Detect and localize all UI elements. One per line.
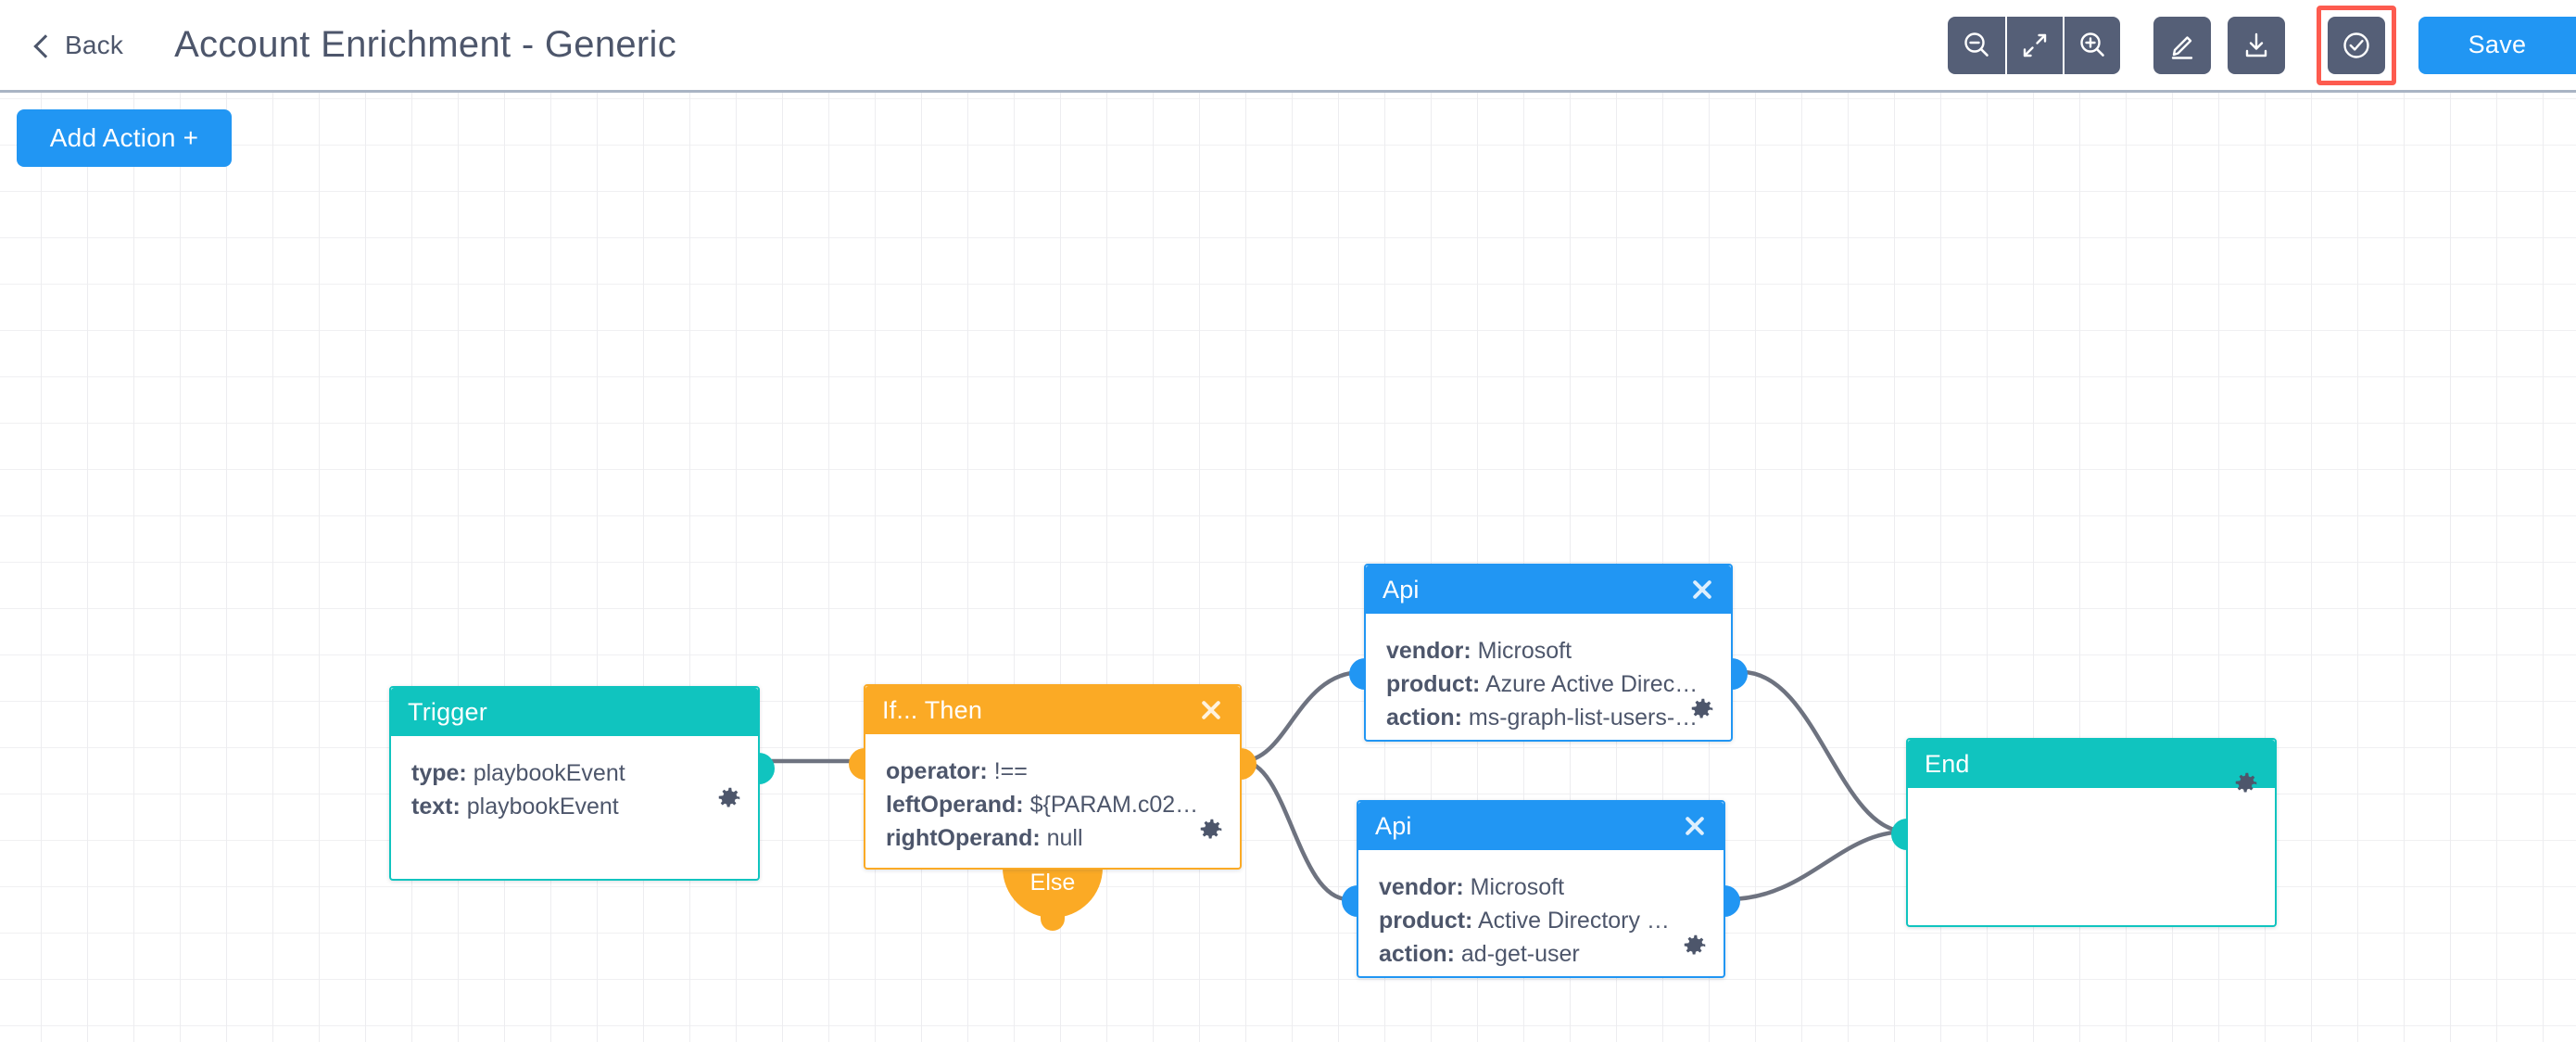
- row-value: ms-graph-list-users-…: [1468, 705, 1698, 731]
- node-if-then-title: If... Then: [882, 695, 983, 724]
- row-value: playbookEvent: [466, 794, 619, 820]
- else-branch-label: Else: [1029, 870, 1076, 896]
- node-api-ad-input-port[interactable]: [1342, 885, 1357, 917]
- close-icon[interactable]: [1683, 814, 1707, 838]
- zoom-out-icon: [1964, 32, 1989, 57]
- back-button[interactable]: Back: [32, 31, 123, 60]
- zoom-in-button[interactable]: [2063, 16, 2120, 74]
- zoom-in-icon: [2080, 32, 2104, 57]
- node-api-azure-body: vendor: Microsoft product: Azure Active …: [1366, 614, 1731, 734]
- edit-tool-group: [2153, 16, 2285, 74]
- fit-to-screen-button[interactable]: [2005, 16, 2063, 74]
- node-end[interactable]: End: [1891, 738, 2277, 927]
- node-trigger-body: type: playbookEvent text: playbookEvent: [391, 736, 758, 823]
- row-value: Microsoft: [1470, 874, 1565, 900]
- row-value: playbookEvent: [473, 760, 625, 786]
- back-button-label: Back: [65, 30, 124, 59]
- download-icon: [2245, 32, 2267, 57]
- add-action-button[interactable]: Add Action +: [17, 109, 232, 167]
- edge-api-ad-to-end: [1725, 829, 1909, 902]
- node-api-azure-title: Api: [1383, 575, 1420, 604]
- settings-gear-icon[interactable]: [1688, 695, 1716, 723]
- row-value: Azure Active Direc…: [1484, 671, 1698, 697]
- settings-gear-icon[interactable]: [1197, 816, 1225, 844]
- fit-to-screen-icon: [2023, 33, 2047, 57]
- row-key: rightOperand:: [886, 825, 1041, 851]
- node-api-ad-row: product: Active Directory …: [1379, 904, 1724, 937]
- node-if-then-row: operator: !==: [886, 755, 1240, 788]
- node-api-azure-output-port[interactable]: [1732, 658, 1748, 690]
- node-trigger[interactable]: Trigger type: playbookEvent text: playbo…: [389, 686, 775, 881]
- row-key: action:: [1379, 941, 1455, 967]
- playbook-canvas[interactable]: Add Action + Trigger type: playbookEvent…: [0, 93, 2576, 1042]
- row-value: !==: [993, 758, 1028, 784]
- node-if-then-body: operator: !== leftOperand: ${PARAM.c02… …: [865, 734, 1240, 855]
- node-api-azure-input-port[interactable]: [1349, 658, 1365, 690]
- node-end-body: [1908, 772, 2275, 808]
- header-toolbar: Save: [1948, 0, 2576, 90]
- row-value: null: [1046, 825, 1083, 851]
- row-key: vendor:: [1379, 874, 1464, 900]
- node-end-header: End: [1908, 740, 2275, 788]
- node-api-ad-output-port[interactable]: [1724, 885, 1740, 917]
- node-if-then-row: rightOperand: null: [886, 821, 1240, 855]
- row-key: vendor:: [1386, 638, 1471, 664]
- validate-button[interactable]: [2328, 16, 2385, 74]
- row-key: text:: [411, 794, 461, 820]
- download-button[interactable]: [2228, 16, 2285, 74]
- row-key: action:: [1386, 705, 1462, 731]
- row-key: product:: [1379, 908, 1473, 934]
- save-button[interactable]: Save: [2418, 16, 2576, 74]
- node-api-azure-row: vendor: Microsoft: [1386, 634, 1731, 667]
- node-if-then-input-port[interactable]: [849, 748, 865, 780]
- close-icon[interactable]: [1690, 578, 1714, 602]
- node-api-azure-row: action: ms-graph-list-users-…: [1386, 701, 1731, 734]
- node-api-ad-body: vendor: Microsoft product: Active Direct…: [1358, 850, 1724, 971]
- node-if-then[interactable]: If... Then operator: !== leftOperand: ${…: [849, 684, 1256, 870]
- validate-button-highlight: [2317, 5, 2396, 85]
- app-header: Back Account Enrichment - Generic: [0, 0, 2576, 93]
- node-end-title: End: [1925, 749, 1970, 778]
- edge-api-azure-to-end: [1739, 669, 1909, 834]
- chevron-left-icon: [32, 35, 52, 56]
- check-circle-icon: [2343, 32, 2369, 58]
- node-api-azure-header: Api: [1366, 565, 1731, 614]
- settings-gear-icon[interactable]: [715, 784, 743, 812]
- node-api-ad-row: vendor: Microsoft: [1379, 870, 1724, 904]
- row-value: Active Directory …: [1477, 908, 1670, 934]
- zoom-control-group: [1948, 16, 2120, 74]
- zoom-out-button[interactable]: [1948, 16, 2005, 74]
- node-api-ad-title: Api: [1375, 811, 1412, 840]
- node-if-then-row: leftOperand: ${PARAM.c02…: [886, 788, 1240, 821]
- node-api-ad-header: Api: [1358, 802, 1724, 850]
- node-if-then-output-port[interactable]: [1241, 748, 1256, 780]
- connection-edges: [766, 669, 1909, 902]
- settings-gear-icon[interactable]: [1681, 932, 1709, 959]
- settings-gear-icon[interactable]: [2232, 769, 2260, 797]
- node-api-azure[interactable]: Api vendor: Microsoft product: Azure Act…: [1349, 564, 1748, 742]
- row-value: ad-get-user: [1460, 941, 1580, 967]
- node-trigger-header: Trigger: [391, 688, 758, 736]
- pencil-icon: [2171, 35, 2193, 59]
- edit-button[interactable]: [2153, 16, 2211, 74]
- node-trigger-row: type: playbookEvent: [411, 756, 758, 790]
- page-title: Account Enrichment - Generic: [174, 24, 677, 65]
- close-icon[interactable]: [1199, 698, 1223, 722]
- row-key: type:: [411, 760, 467, 786]
- node-end-input-port[interactable]: [1891, 819, 1907, 850]
- row-value: ${PARAM.c02…: [1029, 792, 1199, 818]
- row-value: Microsoft: [1477, 638, 1572, 664]
- node-trigger-output-port[interactable]: [759, 753, 775, 784]
- row-key: leftOperand:: [886, 792, 1024, 818]
- node-trigger-row: text: playbookEvent: [411, 790, 758, 823]
- node-api-ad[interactable]: Api vendor: Microsoft product: Active Di…: [1342, 800, 1740, 978]
- row-key: operator:: [886, 758, 988, 784]
- node-trigger-title: Trigger: [408, 697, 487, 726]
- node-api-azure-row: product: Azure Active Direc…: [1386, 667, 1731, 701]
- node-if-then-header: If... Then: [865, 686, 1240, 734]
- node-api-ad-row: action: ad-get-user: [1379, 937, 1724, 971]
- edge-if-to-api-ad: [1239, 758, 1351, 902]
- row-key: product:: [1386, 671, 1481, 697]
- edge-if-to-api-azure: [1239, 669, 1365, 764]
